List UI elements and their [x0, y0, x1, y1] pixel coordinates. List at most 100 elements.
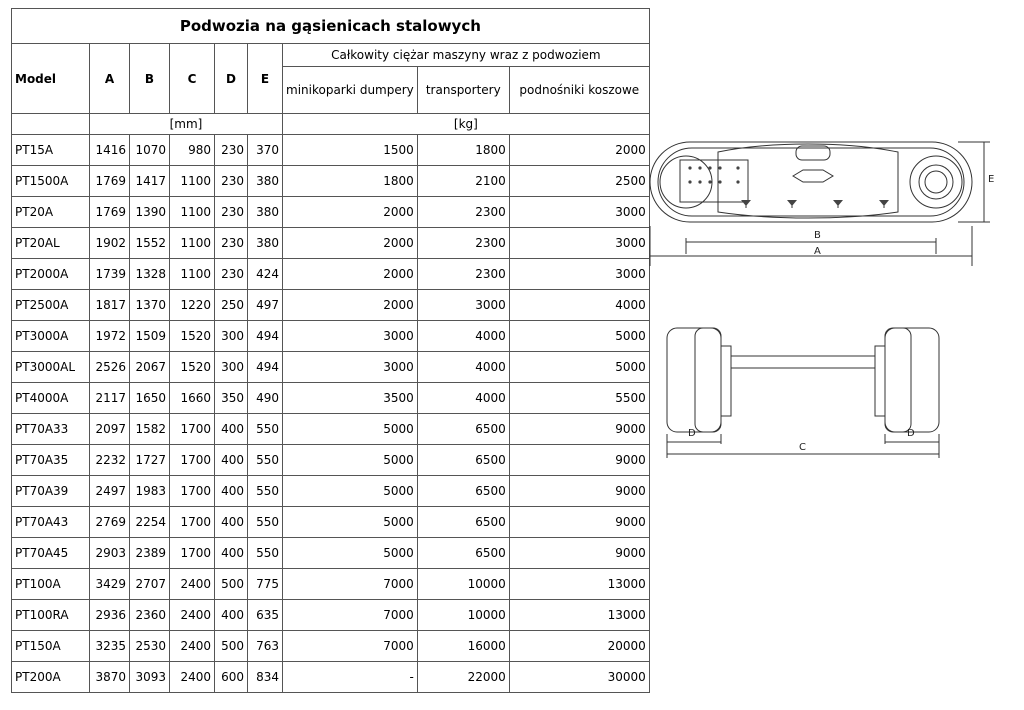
value-cell: 300: [214, 320, 248, 352]
value-cell: 1416: [89, 134, 130, 166]
dimension-label-b: B: [814, 230, 821, 241]
value-cell: 2400: [169, 599, 215, 631]
value-cell: 2100: [416, 165, 510, 197]
value-cell: 5000: [508, 320, 650, 352]
value-cell: 1520: [169, 320, 215, 352]
value-cell: 400: [214, 475, 248, 507]
value-cell: 1700: [169, 413, 215, 445]
value-cell: 490: [247, 382, 283, 414]
value-cell: 10000: [416, 568, 510, 600]
value-cell: 775: [247, 568, 283, 600]
value-cell: 2360: [129, 599, 170, 631]
value-cell: 550: [247, 413, 283, 445]
value-cell: 834: [247, 661, 283, 693]
value-cell: 2000: [282, 196, 418, 228]
model-cell: PT70A43: [11, 506, 90, 538]
model-cell: PT100A: [11, 568, 90, 600]
value-cell: 1100: [169, 165, 215, 197]
dimension-label-a: A: [814, 246, 821, 257]
value-cell: 1417: [129, 165, 170, 197]
value-cell: 4000: [416, 320, 510, 352]
value-cell: 1972: [89, 320, 130, 352]
value-cell: 1700: [169, 537, 215, 569]
value-cell: 494: [247, 320, 283, 352]
model-cell: PT3000A: [11, 320, 90, 352]
value-cell: 980: [169, 134, 215, 166]
value-cell: 5000: [282, 475, 418, 507]
dimension-label-d-left: D: [688, 428, 696, 439]
value-cell: 6500: [416, 537, 510, 569]
value-cell: 2530: [129, 630, 170, 662]
value-cell: 1902: [89, 227, 130, 259]
value-cell: 3000: [282, 351, 418, 383]
value-cell: 1520: [169, 351, 215, 383]
value-cell: 1370: [129, 289, 170, 321]
unit-mm: [mm]: [89, 113, 283, 135]
value-cell: 550: [247, 506, 283, 538]
value-cell: 4000: [508, 289, 650, 321]
value-cell: 2067: [129, 351, 170, 383]
value-cell: 497: [247, 289, 283, 321]
value-cell: 10000: [416, 599, 510, 631]
value-cell: 1390: [129, 196, 170, 228]
value-cell: 2300: [416, 227, 510, 259]
value-cell: 1328: [129, 258, 170, 290]
value-cell: 494: [247, 351, 283, 383]
value-cell: 2400: [169, 630, 215, 662]
value-cell: 2400: [169, 568, 215, 600]
value-cell: 3000: [282, 320, 418, 352]
model-cell: PT100RA: [11, 599, 90, 631]
value-cell: 20000: [508, 630, 650, 662]
value-cell: 370: [247, 134, 283, 166]
model-cell: PT70A45: [11, 537, 90, 569]
value-cell: 1582: [129, 413, 170, 445]
value-cell: -: [282, 661, 418, 693]
model-header: Model: [11, 43, 90, 114]
dim-header-b: B: [129, 43, 170, 114]
value-cell: 2000: [282, 258, 418, 290]
value-cell: 5000: [282, 506, 418, 538]
unit-kg: [kg]: [282, 113, 650, 135]
value-cell: 2903: [89, 537, 130, 569]
value-cell: 9000: [508, 413, 650, 445]
value-cell: 2936: [89, 599, 130, 631]
model-cell: PT200A: [11, 661, 90, 693]
value-cell: 550: [247, 475, 283, 507]
value-cell: 300: [214, 351, 248, 383]
value-cell: 3000: [508, 227, 650, 259]
value-cell: 3000: [508, 196, 650, 228]
value-cell: 3870: [89, 661, 130, 693]
value-cell: 1100: [169, 196, 215, 228]
value-cell: 7000: [282, 568, 418, 600]
value-cell: 2300: [416, 258, 510, 290]
model-cell: PT70A35: [11, 444, 90, 476]
value-cell: 400: [214, 444, 248, 476]
model-cell: PT2000A: [11, 258, 90, 290]
value-cell: 424: [247, 258, 283, 290]
weight-header-minikoparki: minikoparki dumpery: [282, 66, 418, 114]
model-cell: PT70A39: [11, 475, 90, 507]
dimension-label-c: C: [799, 442, 806, 453]
value-cell: 380: [247, 165, 283, 197]
dim-header-a: A: [89, 43, 130, 114]
value-cell: 1660: [169, 382, 215, 414]
value-cell: 400: [214, 599, 248, 631]
value-cell: 1769: [89, 165, 130, 197]
model-cell: PT20AL: [11, 227, 90, 259]
value-cell: 250: [214, 289, 248, 321]
value-cell: 3500: [282, 382, 418, 414]
value-cell: 5000: [282, 444, 418, 476]
model-cell: PT15A: [11, 134, 90, 166]
undercarriage-spec-table: Podwozia na gąsienicach stalowych Model …: [11, 8, 650, 693]
value-cell: 550: [247, 537, 283, 569]
value-cell: 2707: [129, 568, 170, 600]
value-cell: 5000: [282, 413, 418, 445]
value-cell: 380: [247, 227, 283, 259]
value-cell: 4000: [416, 351, 510, 383]
